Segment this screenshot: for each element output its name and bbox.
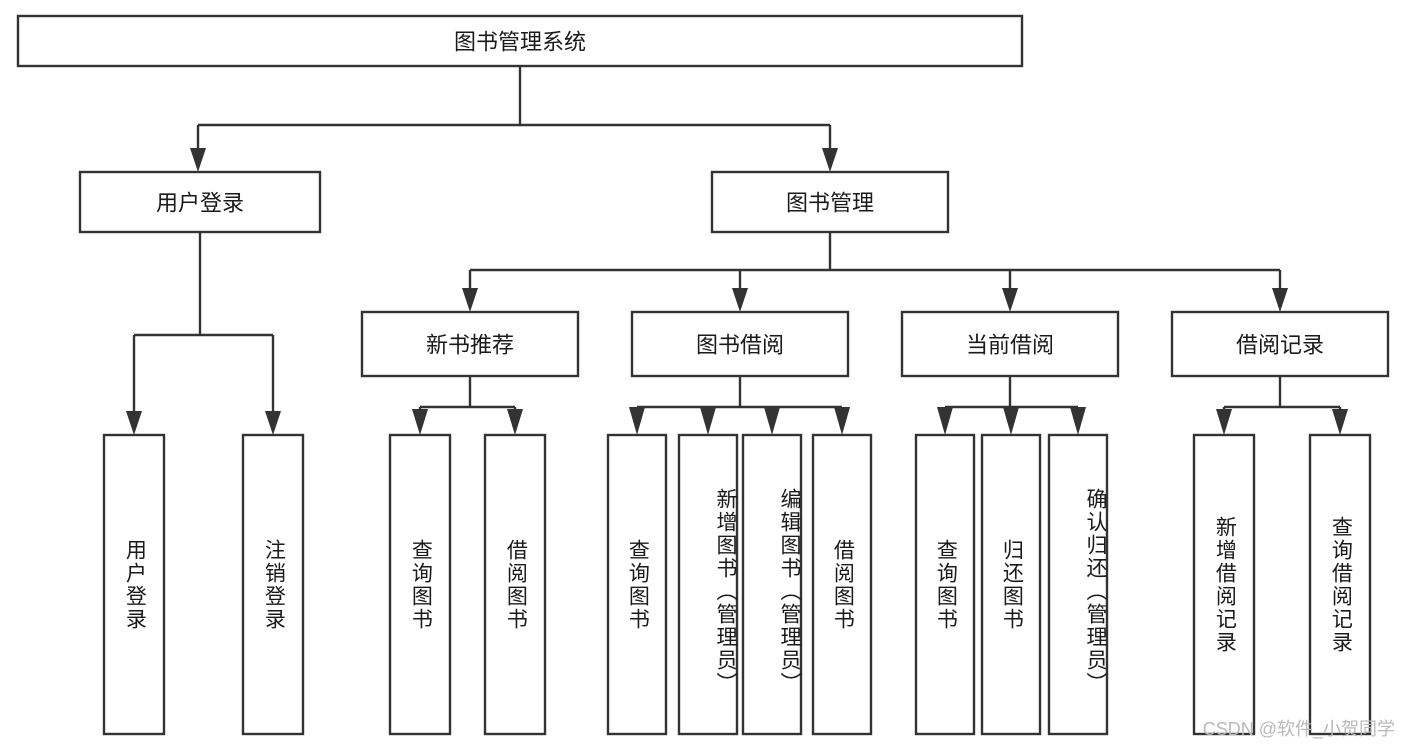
node-current-borrow[interactable]: 当前借阅 bbox=[900, 310, 1120, 378]
connector-new-book-recommend-to-leaves bbox=[412, 376, 523, 435]
node-borrow-record[interactable]: 借阅记录 bbox=[1170, 310, 1390, 378]
arrow-head-icon bbox=[1272, 288, 1288, 312]
arrow-head-icon bbox=[834, 407, 850, 435]
arrow-head-icon bbox=[1003, 407, 1019, 435]
leaf-box-add-record[interactable] bbox=[1192, 433, 1256, 736]
arrow-head-icon bbox=[126, 411, 142, 435]
leaf-box-edit-book[interactable] bbox=[741, 433, 803, 736]
node-book-management-box[interactable] bbox=[710, 170, 950, 234]
node-current-borrow-box[interactable] bbox=[900, 310, 1120, 378]
connector-user-login-to-leaves bbox=[126, 232, 281, 435]
connector-borrow-record-to-leaves bbox=[1216, 376, 1348, 435]
connector-current-borrow-to-leaves bbox=[937, 376, 1086, 435]
arrow-head-icon bbox=[822, 148, 838, 172]
arrow-head-icon bbox=[1070, 407, 1086, 435]
node-new-book-recommend[interactable]: 新书推荐 bbox=[360, 310, 580, 378]
leaf-box-logout[interactable] bbox=[241, 433, 305, 736]
leaf-box-borrow-book-bb[interactable] bbox=[811, 433, 873, 736]
node-root[interactable]: 图书管理系统 bbox=[16, 14, 1024, 68]
leaf-box-add-book[interactable] bbox=[677, 433, 739, 736]
arrow-head-icon bbox=[629, 407, 645, 435]
leaf-box-confirm-return[interactable] bbox=[1047, 433, 1109, 736]
leaf-box-return-book[interactable] bbox=[980, 433, 1042, 736]
node-book-management-label: 图书管理 bbox=[786, 191, 874, 216]
node-new-book-recommend-label: 新书推荐 bbox=[426, 333, 514, 358]
arrow-head-icon bbox=[732, 288, 748, 312]
node-user-login[interactable]: 用户登录 bbox=[78, 170, 322, 234]
arrow-head-icon bbox=[1332, 409, 1348, 435]
leaf-box-borrow-book-nbr[interactable] bbox=[483, 433, 547, 736]
node-new-book-recommend-box[interactable] bbox=[360, 310, 580, 378]
arrow-head-icon bbox=[265, 411, 281, 435]
leaf-box-query-book-nbr[interactable] bbox=[388, 433, 452, 736]
node-book-borrow-label: 图书借阅 bbox=[696, 333, 784, 358]
arrow-head-icon bbox=[937, 407, 953, 435]
node-book-borrow[interactable]: 图书借阅 bbox=[630, 310, 850, 378]
node-root-box[interactable] bbox=[16, 14, 1024, 68]
arrow-head-icon bbox=[1002, 288, 1018, 312]
connector-root-to-level1 bbox=[190, 66, 838, 172]
connector-book-management-to-level2 bbox=[462, 232, 1288, 312]
arrow-head-icon bbox=[507, 409, 523, 435]
node-book-management[interactable]: 图书管理 bbox=[710, 170, 950, 234]
node-root-label: 图书管理系统 bbox=[454, 30, 586, 55]
watermark-text: CSDN @软件_小贺同学 bbox=[1202, 719, 1395, 739]
leaf-box-query-record[interactable] bbox=[1308, 433, 1372, 736]
arrow-head-icon bbox=[764, 407, 780, 435]
arrow-head-icon bbox=[700, 407, 716, 435]
arrow-head-icon bbox=[462, 288, 478, 312]
node-book-borrow-box[interactable] bbox=[630, 310, 850, 378]
leaf-box-query-book-cb[interactable] bbox=[914, 433, 976, 736]
node-user-login-label: 用户登录 bbox=[156, 191, 244, 216]
node-current-borrow-label: 当前借阅 bbox=[966, 333, 1054, 358]
node-borrow-record-box[interactable] bbox=[1170, 310, 1390, 378]
leaf-box-user-login[interactable] bbox=[102, 433, 166, 736]
arrow-head-icon bbox=[412, 409, 428, 435]
arrow-head-icon bbox=[1216, 409, 1232, 435]
leaf-box-query-book-bb[interactable] bbox=[606, 433, 668, 736]
node-borrow-record-label: 借阅记录 bbox=[1236, 333, 1324, 358]
arrow-head-icon bbox=[190, 148, 206, 172]
connector-book-borrow-to-leaves bbox=[629, 376, 850, 435]
